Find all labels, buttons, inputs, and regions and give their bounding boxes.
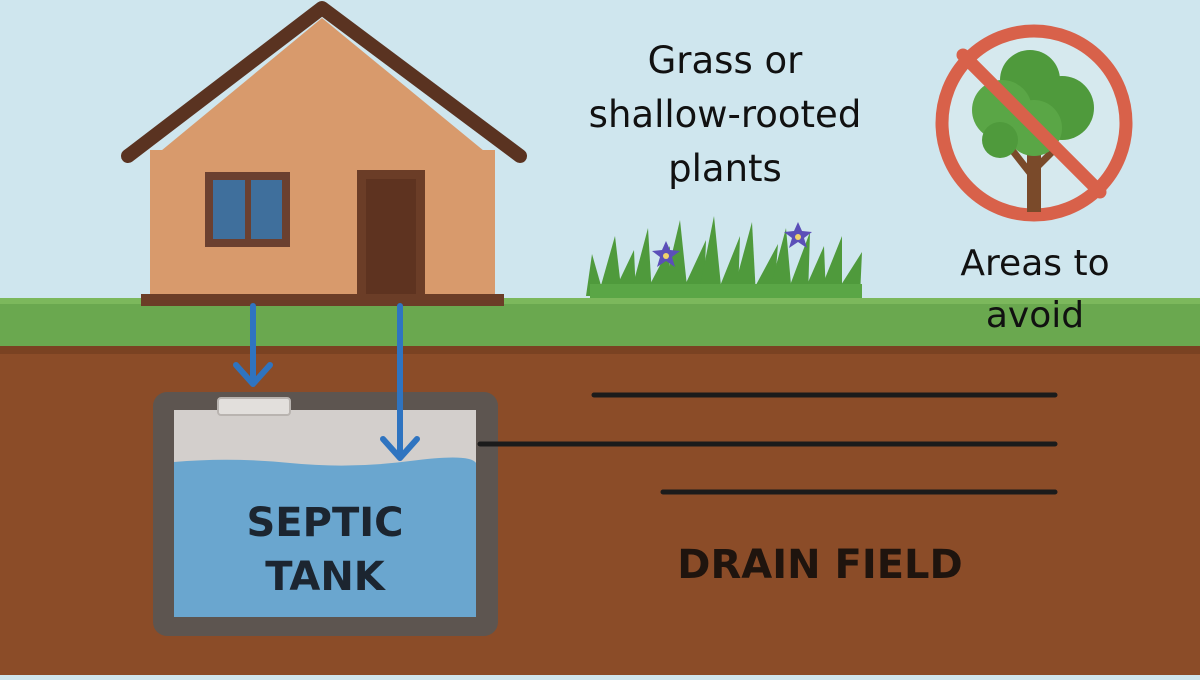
grass-strip (0, 298, 1200, 352)
soil-edge (0, 346, 1200, 354)
down-arrow-icon (233, 303, 273, 387)
avoid-label: Areas to avoid (930, 238, 1140, 342)
grass-edge (0, 298, 1200, 304)
septic-tank-label-line: TANK (265, 554, 385, 600)
flower-icon (652, 222, 812, 267)
drain-field-pipes (477, 392, 1058, 495)
plants-label: Grass or shallow-rooted plants (545, 34, 905, 196)
plants-label-line: shallow-rooted (588, 93, 862, 136)
avoid-label-line: avoid (985, 295, 1085, 336)
house-base (141, 294, 504, 306)
grass-icon (586, 216, 862, 298)
plants-label-line: Grass or (647, 39, 803, 82)
prohibited-tree-icon (935, 24, 1133, 222)
house-icon (121, 1, 527, 306)
tank-lid (217, 397, 291, 416)
septic-tank-label-line: SEPTIC (246, 500, 404, 546)
plants-label-line: plants (668, 147, 782, 190)
septic-tank (153, 392, 498, 636)
avoid-label-line: Areas to (960, 243, 1110, 284)
drain-field-label: DRAIN FIELD (677, 542, 963, 588)
septic-tank-label: SEPTIC TANK (175, 496, 475, 604)
down-arrow-icon (380, 303, 420, 461)
